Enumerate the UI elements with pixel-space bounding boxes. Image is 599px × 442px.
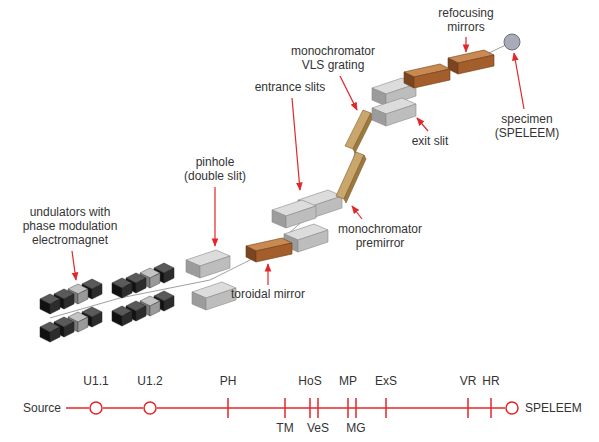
source-circle: U1.1 xyxy=(89,401,103,415)
element-label: HoS xyxy=(290,374,330,388)
toroidal-mirror xyxy=(246,238,292,262)
vls-grating xyxy=(345,110,373,153)
node-label: SPELEEM xyxy=(525,401,582,415)
premirror-edge xyxy=(344,155,366,203)
callout-label: exit slit xyxy=(395,134,465,148)
callout-arrow xyxy=(214,187,215,246)
pinhole-slits xyxy=(186,250,236,310)
magnet-block xyxy=(40,294,60,314)
beamline-connector xyxy=(103,407,143,409)
slit-blade xyxy=(272,200,316,228)
callout-arrow xyxy=(352,206,362,219)
element-label: MG xyxy=(336,421,376,435)
callout-arrow xyxy=(514,53,524,109)
callout-label: toroidal mirror xyxy=(213,287,323,301)
undulator-2 xyxy=(112,263,174,326)
refocusing-mirrors xyxy=(404,50,494,88)
callout-label: undulators with phase modulation electro… xyxy=(18,205,122,247)
callout-arrow xyxy=(465,37,466,52)
magnet-block xyxy=(40,322,60,342)
callout-label: refocusing mirrors xyxy=(428,6,504,34)
element-label: HR xyxy=(471,374,511,388)
element-label: VeS xyxy=(298,421,338,435)
circle-shape xyxy=(90,402,102,414)
callout-arrow xyxy=(292,98,300,190)
undulator-1 xyxy=(40,279,102,342)
callout-label: monochromator premirror xyxy=(330,222,430,250)
premirror xyxy=(336,152,366,203)
circle-shape xyxy=(506,402,518,414)
node-label: U1.2 xyxy=(137,374,162,388)
mirror-block xyxy=(404,64,450,88)
element-label: MP xyxy=(328,374,368,388)
callout-label: monochromator VLS grating xyxy=(288,44,378,72)
magnet-block xyxy=(112,278,132,298)
slit-blade xyxy=(372,98,416,126)
callout-arrow xyxy=(267,264,268,285)
callout-arrow xyxy=(72,251,76,280)
slit-blade xyxy=(192,282,236,310)
circle-outline xyxy=(89,401,103,415)
axis-label: Source xyxy=(17,401,67,415)
grating-edge xyxy=(353,113,373,153)
callout-label: pinhole (double slit) xyxy=(178,155,252,183)
beamline-connector xyxy=(157,407,505,409)
element-label: PH xyxy=(208,374,248,388)
specimen-sphere xyxy=(504,34,520,50)
callout-arrow xyxy=(340,76,357,110)
slit-blade xyxy=(186,250,230,278)
callout-arrows xyxy=(72,37,524,285)
beam-path xyxy=(50,42,512,318)
mirror-block xyxy=(448,50,494,74)
source-circle: SPELEEM xyxy=(505,401,519,415)
circle-shape xyxy=(144,402,156,414)
source-line xyxy=(66,407,89,409)
circle-outline xyxy=(143,401,157,415)
node-label: U1.1 xyxy=(83,374,108,388)
magnet-block xyxy=(112,306,132,326)
circle-outline xyxy=(505,401,519,415)
element-label: TM xyxy=(265,421,305,435)
element-label: VR xyxy=(448,374,488,388)
callout-arrow xyxy=(417,118,428,131)
element-label: ExS xyxy=(366,374,406,388)
callout-label: entrance slits xyxy=(235,80,345,94)
callout-label: specimen (SPELEEM) xyxy=(487,112,567,140)
source-circle: U1.2 xyxy=(143,401,157,415)
